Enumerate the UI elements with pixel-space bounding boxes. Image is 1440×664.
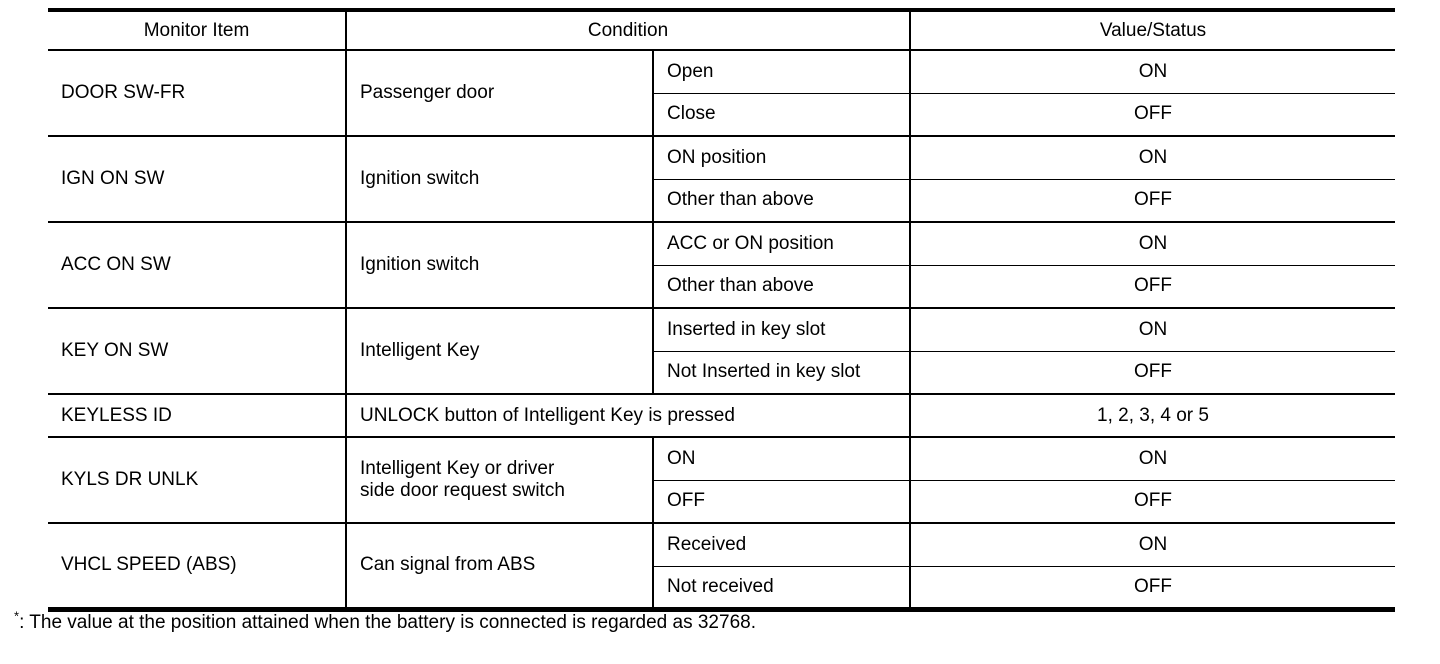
- table-row: KEYLESS ID UNLOCK button of Intelligent …: [48, 394, 1395, 438]
- table-row: Close OFF: [48, 93, 1395, 137]
- cell-value: OFF: [910, 265, 1395, 309]
- cell-monitor-item: DOOR SW-FR: [48, 50, 347, 137]
- header-condition: Condition: [346, 10, 911, 51]
- header-monitor-item: Monitor Item: [48, 10, 347, 51]
- monitor-item-table: Monitor Item Condition Value/Status DOOR…: [48, 8, 1395, 612]
- cell-condition-state: Not Inserted in key slot: [653, 351, 911, 395]
- cell-value: ON: [910, 523, 1395, 567]
- cell-monitor-item: IGN ON SW: [48, 136, 347, 223]
- cell-condition-state: Open: [653, 50, 911, 94]
- cell-condition: Passenger door: [346, 50, 654, 137]
- cell-value: OFF: [910, 179, 1395, 223]
- cell-condition-state: ON position: [653, 136, 911, 180]
- cell-condition-state: Close: [653, 93, 911, 137]
- cell-condition: Can signal from ABS: [346, 523, 654, 610]
- cell-condition-state: Not received: [653, 566, 911, 610]
- cell-condition-state: ON: [653, 437, 911, 481]
- table-row: KYLS DR UNLK Intelligent Key or driver s…: [48, 437, 1395, 524]
- cell-value: OFF: [910, 566, 1395, 610]
- cell-value: ON: [910, 50, 1395, 94]
- table-row: ACC ON SW Ignition switch ACC or ON posi…: [48, 222, 1395, 309]
- cell-condition-state: ACC or ON position: [653, 222, 911, 266]
- cell-condition: Intelligent Key: [346, 308, 654, 395]
- cell-condition-state: Received: [653, 523, 911, 567]
- cell-monitor-item: KEYLESS ID: [48, 394, 347, 438]
- cell-value: OFF: [910, 351, 1395, 395]
- table-row: VHCL SPEED (ABS) Can signal from ABS Rec…: [48, 523, 1395, 610]
- table-row: KEY ON SW Intelligent Key Inserted in ke…: [48, 308, 1395, 395]
- cell-condition: Ignition switch: [346, 136, 654, 223]
- cell-condition: Ignition switch: [346, 222, 654, 309]
- cell-value: 1, 2, 3, 4 or 5: [910, 394, 1395, 438]
- table-row: Not Inserted in key slot OFF: [48, 351, 1395, 395]
- table-row: IGN ON SW Ignition switch ON position ON: [48, 136, 1395, 223]
- cell-monitor-item: KEY ON SW: [48, 308, 347, 395]
- cell-monitor-item: ACC ON SW: [48, 222, 347, 309]
- cell-value: ON: [910, 222, 1395, 266]
- table-row: Other than above OFF: [48, 179, 1395, 223]
- cell-value: ON: [910, 136, 1395, 180]
- table-row: OFF OFF: [48, 480, 1395, 524]
- cell-condition-state: Other than above: [653, 265, 911, 309]
- cell-condition: Intelligent Key or driver side door requ…: [346, 437, 654, 524]
- cell-value: ON: [910, 437, 1395, 481]
- cell-condition-state: Other than above: [653, 179, 911, 223]
- footnote: *: The value at the position attained wh…: [14, 608, 756, 634]
- cell-monitor-item: VHCL SPEED (ABS): [48, 523, 347, 610]
- cell-value: ON: [910, 308, 1395, 352]
- cell-condition-state: Inserted in key slot: [653, 308, 911, 352]
- table-row: Other than above OFF: [48, 265, 1395, 309]
- cell-value: OFF: [910, 93, 1395, 137]
- cell-monitor-item: KYLS DR UNLK: [48, 437, 347, 524]
- table-header-row: Monitor Item Condition Value/Status: [48, 10, 1395, 51]
- cell-condition: UNLOCK button of Intelligent Key is pres…: [346, 394, 911, 438]
- header-value-status: Value/Status: [910, 10, 1395, 51]
- footnote-text: : The value at the position attained whe…: [19, 612, 756, 633]
- cell-condition-state: OFF: [653, 480, 911, 524]
- footnote-asterisk: *: [14, 608, 20, 624]
- table-row: DOOR SW-FR Passenger door Open ON: [48, 50, 1395, 137]
- table-row: Not received OFF: [48, 566, 1395, 610]
- cell-value: OFF: [910, 480, 1395, 524]
